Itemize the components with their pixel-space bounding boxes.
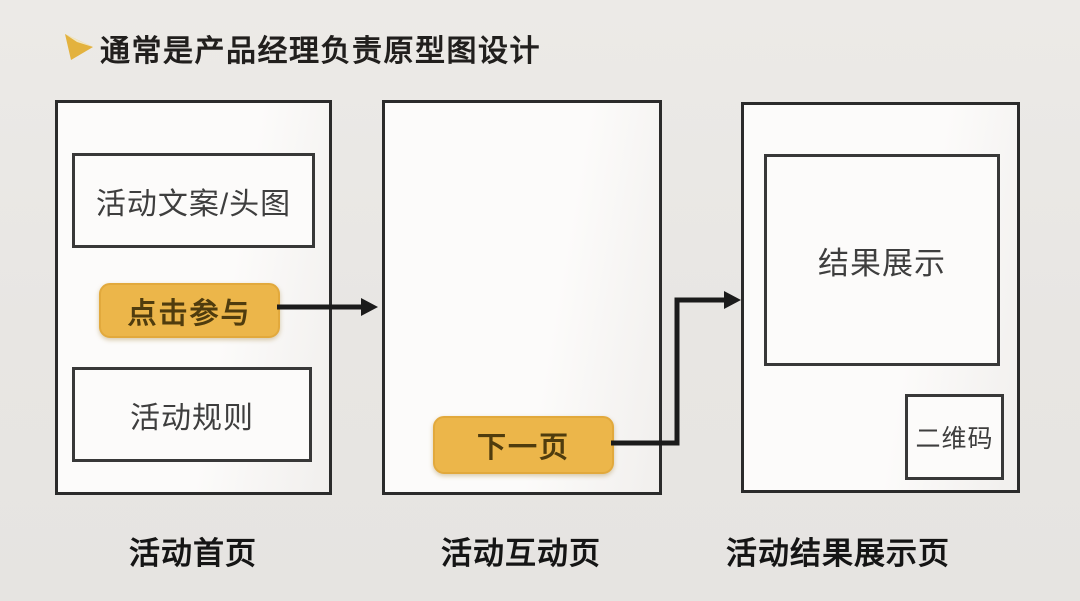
panel-activity-result: 结果展示 二维码 — [741, 102, 1020, 493]
panel-activity-home: 活动文案/头图 点击参与 活动规则 — [55, 100, 332, 495]
join-button[interactable]: 点击参与 — [99, 283, 280, 338]
next-page-button[interactable]: 下一页 — [433, 416, 614, 474]
activity-rules-label: 活动规则 — [130, 401, 254, 435]
caption-activity-result: 活动结果展示页 — [726, 536, 950, 571]
join-button-label: 点击参与 — [127, 297, 252, 330]
arrowhead-right-1 — [361, 298, 378, 316]
page-title: 通常是产品经理负责原型图设计 — [100, 35, 541, 68]
caption-activity-home: 活动首页 — [129, 536, 257, 571]
header-image-label: 活动文案/头图 — [95, 187, 292, 221]
chevron-bullet-icon — [65, 34, 93, 60]
header-image-box: 活动文案/头图 — [72, 153, 315, 248]
title-row: 通常是产品经理负责原型图设计 — [0, 0, 1080, 80]
next-page-button-label: 下一页 — [476, 432, 570, 464]
panel-activity-interaction: 下一页 — [382, 100, 662, 495]
qrcode-label: 二维码 — [915, 425, 994, 453]
caption-activity-interaction: 活动互动页 — [441, 536, 601, 571]
result-display-box: 结果展示 — [764, 154, 1000, 366]
activity-rules-box: 活动规则 — [72, 367, 312, 462]
arrowhead-right-2 — [724, 291, 741, 309]
qrcode-box: 二维码 — [905, 394, 1004, 480]
result-display-label: 结果展示 — [818, 245, 946, 281]
